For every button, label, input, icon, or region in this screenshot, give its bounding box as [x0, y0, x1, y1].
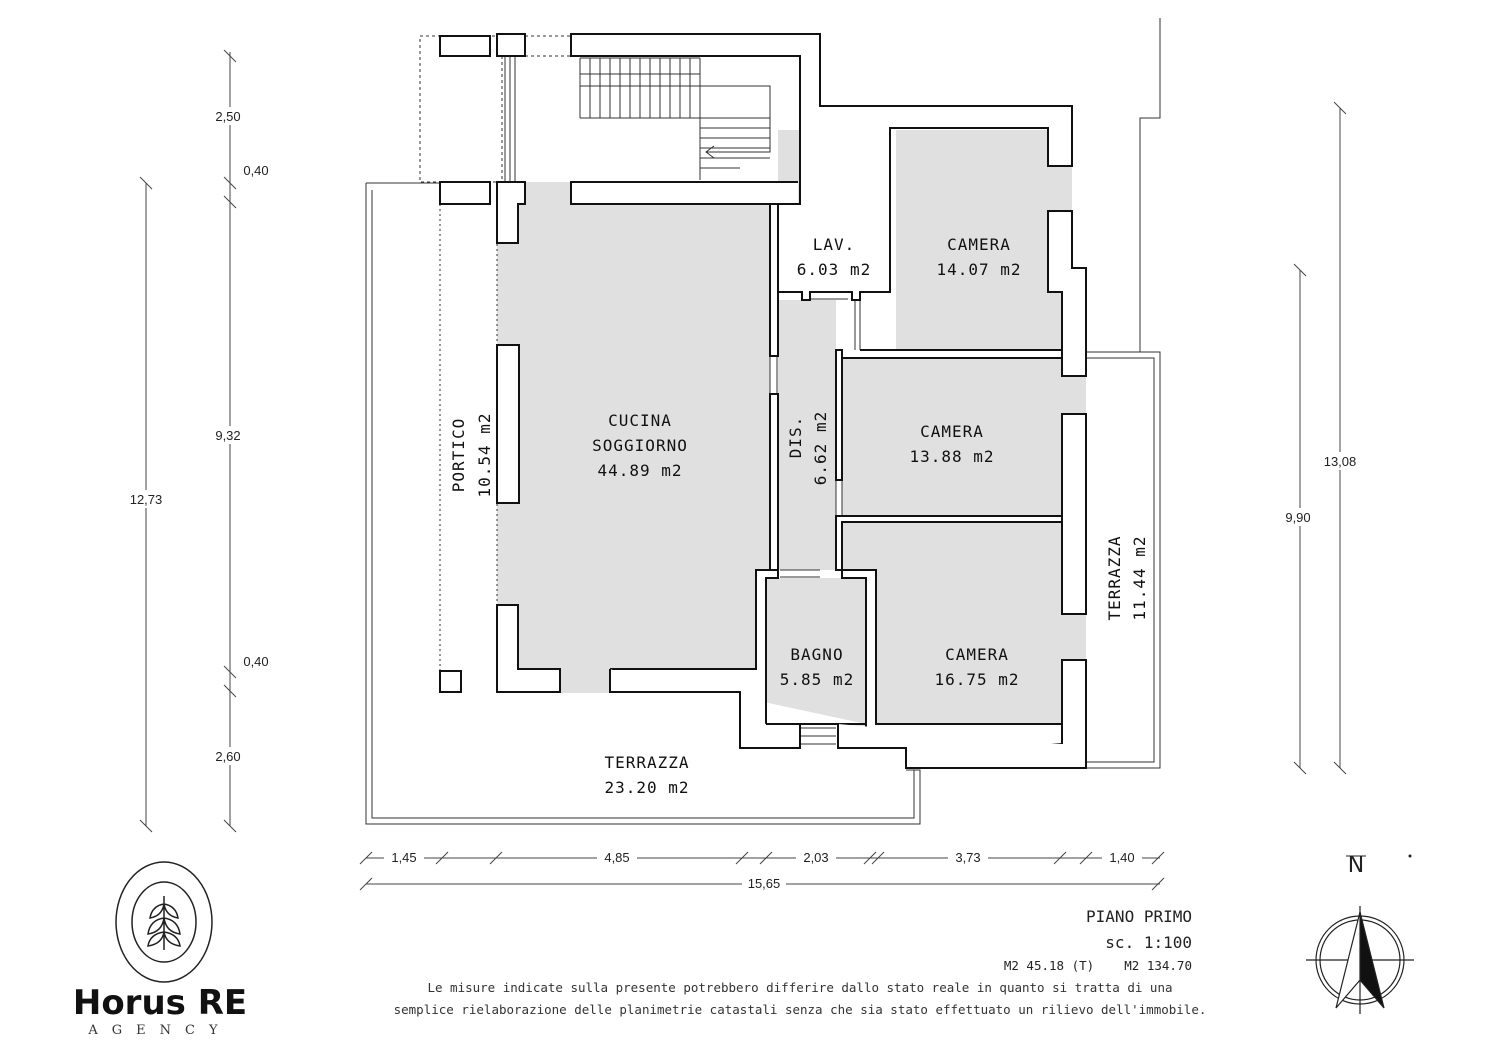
doorway-fill-2 [497, 503, 518, 605]
wall-south-east [837, 659, 1087, 769]
label-terrazza-bottom-name: TERRAZZA [604, 753, 689, 772]
label-camera-bot-area: 16.75 m2 [934, 670, 1019, 689]
label-cucina-name2: SOGGIORNO [592, 436, 688, 455]
wall-camera-mid-bottom [835, 515, 1063, 571]
doorway-fill-3 [1062, 166, 1072, 211]
wall-stair-inner [570, 181, 798, 205]
label-camera-mid-name: CAMERA [920, 422, 984, 441]
compass: N [1306, 853, 1414, 1014]
label-bagno-area: 5.85 m2 [780, 670, 854, 689]
label-bagno-name: BAGNO [790, 645, 843, 664]
brand-logo: Horus RE AGENCY [73, 861, 247, 1038]
wall-post-1 [439, 35, 491, 57]
label-cucina-name1: CUCINA [608, 411, 672, 430]
wall-east-2 [1061, 413, 1087, 615]
wall-east-1 [1047, 210, 1087, 377]
dim-bottom-2: 4,85 [604, 850, 629, 865]
thin-outlines [365, 18, 1161, 825]
dim-left-e: 2,60 [215, 749, 240, 764]
label-portico-area: 10.54 m2 [475, 412, 494, 497]
terrace-outline-left [365, 183, 921, 825]
label-terrazza-right-name: TERRAZZA [1105, 535, 1124, 620]
wall-west-bottom [496, 604, 561, 693]
dim-left-d: 0,40 [243, 654, 268, 669]
wall-camera-top-bottom [835, 349, 1063, 481]
doorway-fill-4 [1062, 376, 1086, 414]
dim-bottom-5: 1,40 [1109, 850, 1134, 865]
brand-emblem [115, 861, 213, 983]
disclaimer-line-2: semplice rielaborazione delle planimetri… [394, 1002, 1207, 1017]
doorway-fill-5 [1062, 614, 1086, 660]
dim-left-total: 12,73 [130, 492, 163, 507]
label-camera-top-area: 14.07 m2 [936, 260, 1021, 279]
room-camera-top [896, 130, 1062, 350]
terrace-outline-left-inner [371, 190, 915, 819]
wall-south-loop [609, 669, 801, 749]
terrace-outline-right [1086, 351, 1161, 769]
compass-rose-icon [1306, 906, 1414, 1014]
brand-name: Horus RE [73, 983, 247, 1023]
disclaimer-line-1: Le misure indicate sulla presente potreb… [427, 980, 1172, 995]
doorway-fill-6 [560, 669, 610, 693]
label-dis-area: 6.62 m2 [811, 411, 830, 485]
room-cucina-soggiorno [518, 203, 770, 669]
label-camera-top-name: CAMERA [947, 235, 1011, 254]
label-portico-name: PORTICO [449, 418, 468, 492]
dim-bottom-3: 2,03 [803, 850, 828, 865]
scale-label: sc. 1:100 [1105, 933, 1192, 952]
doorway-fill-7 [525, 182, 571, 204]
doorway-fill-1 [497, 243, 518, 345]
brand-sub: AGENCY [87, 1023, 231, 1038]
title-block: PIANO PRIMO sc. 1:100 M2 45.18 (T) M2 13… [1004, 907, 1192, 973]
dim-left-c: 9,32 [215, 428, 240, 443]
dim-bottom-total: 15,65 [748, 876, 781, 891]
label-camera-bot-name: CAMERA [945, 645, 1009, 664]
dim-right-b: 13,08 [1324, 454, 1357, 469]
label-terrazza-right-area: 11.44 m2 [1130, 535, 1149, 620]
stair-treads [579, 57, 771, 180]
terrace-outline-right-inner [1086, 357, 1155, 763]
wall-corridor-west [769, 203, 779, 357]
label-dis-name: DIS. [786, 416, 805, 459]
room-camera-bot [842, 522, 1062, 744]
room-bagno [766, 578, 866, 724]
room-dis [778, 300, 836, 570]
boundary-line [1139, 18, 1161, 352]
label-lav-name: LAV. [813, 235, 856, 254]
wall-portico-pillar [496, 344, 520, 504]
wall-corridor-west-2 [769, 393, 779, 571]
wall-west-top [496, 181, 526, 244]
dim-left-b: 0,40 [243, 163, 268, 178]
wall-post-2 [496, 33, 526, 57]
dim-right-a: 9,90 [1285, 510, 1310, 525]
compass-north-label: N [1348, 853, 1364, 878]
label-lav-area: 6.03 m2 [797, 260, 871, 279]
label-cucina-area: 44.89 m2 [597, 461, 682, 480]
disclaimer: Le misure indicate sulla presente potreb… [394, 980, 1207, 1017]
wall-post-3 [439, 181, 491, 205]
dim-bottom-4: 3,73 [955, 850, 980, 865]
dim-bottom-1: 1,45 [391, 850, 416, 865]
walls [439, 33, 1087, 769]
stair-landing-outline [419, 35, 503, 183]
floor-title: PIANO PRIMO [1086, 907, 1192, 926]
label-terrazza-bottom-area: 23.20 m2 [604, 778, 689, 797]
wall-portico-corner [439, 670, 462, 693]
dim-left-a: 2,50 [215, 109, 240, 124]
dimension-labels: 12,73 2,50 0,40 9,32 0,40 2,60 9,90 13,0… [120, 107, 1364, 892]
room-camera-mid [842, 358, 1062, 516]
label-camera-mid-area: 13.88 m2 [909, 447, 994, 466]
area-summary: M2 45.18 (T) M2 134.70 [1004, 958, 1192, 973]
room-labels: LAV. 6.03 m2 CAMERA 14.07 m2 CUCINA SOGG… [449, 235, 1149, 797]
leaf-icon [147, 896, 181, 950]
